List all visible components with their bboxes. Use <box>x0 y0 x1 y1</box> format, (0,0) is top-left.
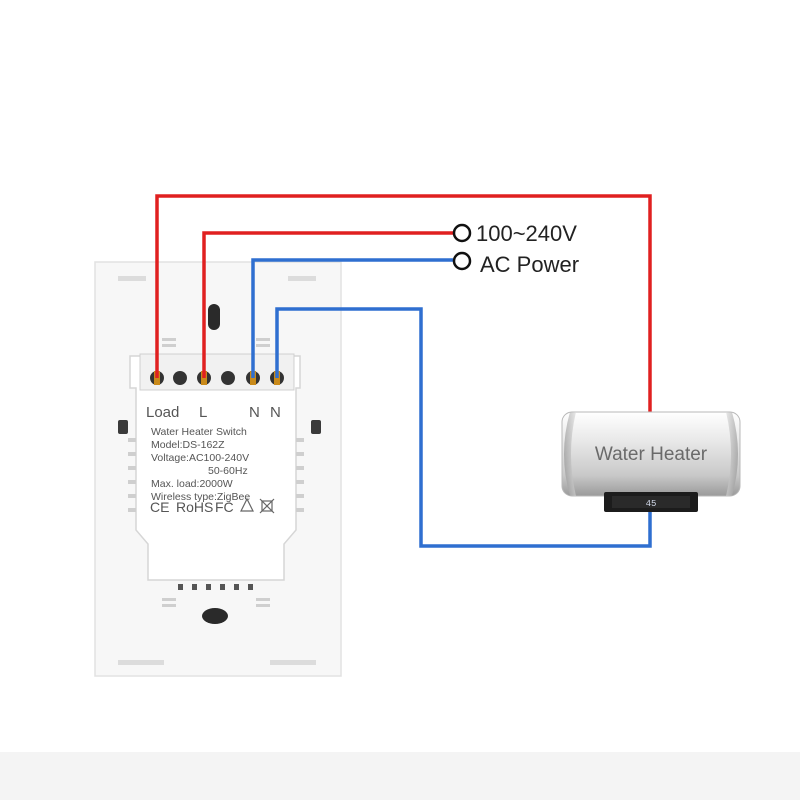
cert-fc-mark: FC <box>215 499 234 515</box>
heater-display-value: 45 <box>646 499 657 509</box>
recycle-bin-icon <box>259 498 275 514</box>
spec-wireless: Wireless type:ZigBee <box>151 491 250 503</box>
spec-max-load: Max. load:2000W <box>151 478 233 490</box>
terminal-label-neutral-2: N <box>270 404 281 421</box>
live-wire-line <box>202 231 453 378</box>
terminal-label-neutral-1: N <box>249 404 260 421</box>
power-voltage-label: 100~240V <box>476 221 577 246</box>
triangle-icon <box>240 497 254 512</box>
spec-frequency: 50-60Hz <box>208 465 248 477</box>
power-terminal-neutral <box>452 251 472 271</box>
terminal-label-line: L <box>199 404 207 421</box>
heater-name: Water Heater <box>595 444 708 465</box>
neutral-wire-heater <box>275 307 652 548</box>
neutral-wire-power <box>251 258 453 378</box>
spec-title: Water Heater Switch <box>151 426 247 438</box>
screw-2 <box>173 371 187 385</box>
water-heater: Water Heater 45 <box>561 411 741 512</box>
live-wire-load <box>155 194 652 412</box>
screw-4 <box>221 371 235 385</box>
cert-ce-mark: CE <box>150 499 169 515</box>
spec-model: Model:DS-162Z <box>151 439 225 451</box>
wires <box>155 194 652 548</box>
power-terminal-live <box>452 223 472 243</box>
power-type-label: AC Power <box>480 252 579 277</box>
terminal-label-load: Load <box>146 404 179 421</box>
bottom-band <box>0 752 800 800</box>
spec-voltage: Voltage:AC100-240V <box>151 452 249 464</box>
cert-rohs-mark: RoHS <box>176 499 213 515</box>
switch-module-body <box>128 338 304 607</box>
power-source: 100~240V AC Power <box>452 221 579 277</box>
switch-info-label: Load L N N Water Heater Switch Model:DS-… <box>146 404 281 515</box>
